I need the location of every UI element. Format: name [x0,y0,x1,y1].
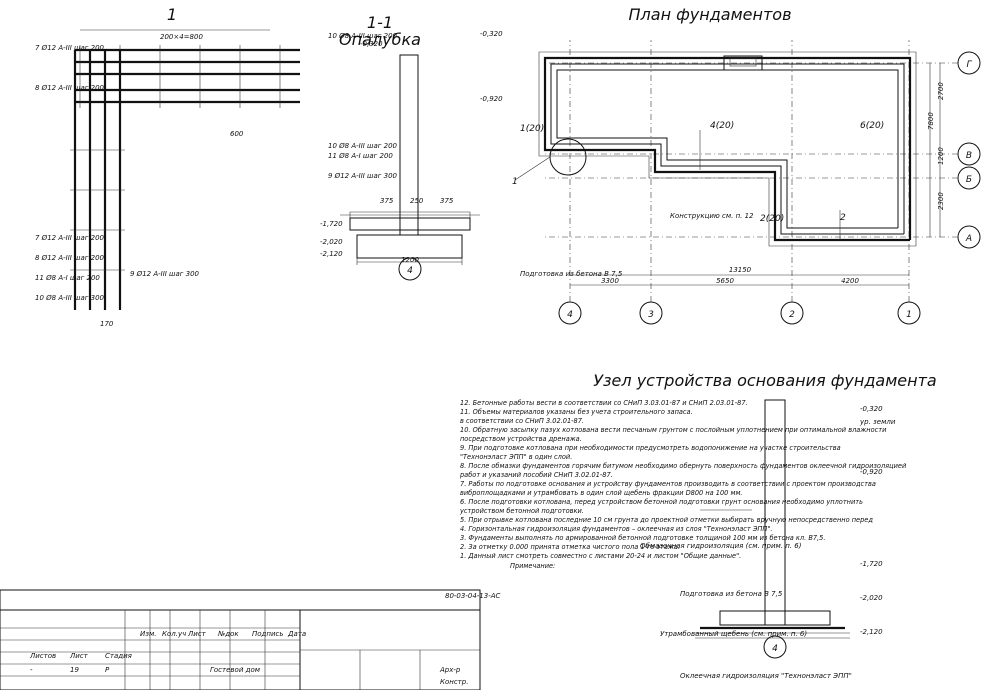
plan-callouts: 2 4(20) 6(20) 2(20) 1(20) 1 Конструкцию … [480,30,884,240]
plan-title: План фундаментов [629,5,792,24]
section-dim-1200: 1200 [401,256,419,264]
axis-label-1: 1 [906,310,912,320]
rebar-label-2: 8 Ø12 А-III шаг 200 [35,84,105,92]
tb-header-izm: Изм. [140,630,156,638]
plan-callout-6-20: 6(20) [860,121,884,131]
plan-level-2: -0,920 [480,95,503,103]
node-level-4: -2,020 [860,594,883,602]
plan-dim-2700: 2700 [937,82,945,100]
node-detail-title: Узел устройства основания фундамента [593,371,936,390]
rebar-horizontal [75,45,300,108]
node-detail: -0,320 -0,920 -1,720 -2,020 -2,120 ур. з… [593,371,936,680]
foundation-plan: Г В Б А 4 3 2 1 [480,5,981,325]
reinforcement-node: 200×4=800 600 170 10 Ø8 А-III шаг 200 7 … [35,5,398,328]
rebar-label-1: 7 Ø12 А-III шаг 200 [35,44,105,52]
tb-header-sign: Подпись [252,630,284,638]
plan-dim-2300: 2300 [937,192,945,210]
node-label-gravel: Утрамбованный щебень (см. прим. п. 6) [660,630,807,638]
axis-label-4: 4 [567,310,573,320]
plan-dim-3300: 3300 [601,277,619,285]
rebar-title: 1 [167,5,177,24]
rebar-label-10: 9 Ø12 А-III шаг 300 [130,270,200,278]
tb-stage-value: Р [105,666,110,674]
rebar-dim-600: 600 [230,130,244,138]
tb-code: 80-03-04-13-АС [445,592,501,600]
tb-header-date: Дата [287,630,306,638]
plan-dim-13150: 13150 [729,266,752,274]
rebar-vertical [70,50,125,310]
section-label-prep: Подготовка из бетона В 7,5 [520,270,623,278]
tb-list-header: Лист [69,652,89,660]
node-level-5: -2,120 [860,628,883,636]
section-dim-375a: 375 [440,197,454,205]
section-dim-375b: 375 [380,197,394,205]
tb-header-kol: Кол.уч [162,630,186,638]
axis-label-2: 2 [789,310,795,320]
rebar-label-7: 8 Ø12 А-III шаг 200 [35,254,105,262]
rebar-label-0: 10 Ø8 А-III шаг 200 [328,32,398,40]
section-level-2: -2,020 [320,238,343,246]
plan-callout-2: 2 [840,213,846,223]
plan-dim-1200: 1200 [937,147,945,165]
section-level-3: -2,120 [320,250,343,258]
node-label-membrane: Оклеечная гидроизоляция "Технонэласт ЭПП… [680,672,852,680]
plan-axes-letters: Г В Б А [545,51,981,249]
tb-object: Гостевой дом [210,666,261,674]
tb-stage-header: Стадия [105,652,132,660]
section-level-1: -1,720 [320,220,343,228]
plan-level-1: -0,320 [480,30,503,38]
plan-callout-node-1: 1 [512,177,518,187]
axis-label-3: 3 [648,310,654,320]
plan-callout-2-20: 2(20) [760,214,784,224]
tb-role-arch: Арх-р [439,666,461,674]
rebar-label-4: 10 Ø8 А-III шаг 200 [328,142,398,150]
node-level-1: -0,320 [860,405,883,413]
node-circle-4: 4 [772,644,778,654]
axis-label-v: В [966,151,972,161]
rebar-label-5: 9 Ø12 А-III шаг 300 [328,172,398,180]
rebar-label-8: 11 Ø8 А-I шаг 200 [35,274,100,282]
rebar-labels: 10 Ø8 А-III шаг 200 7 Ø12 А-III шаг 200 … [35,32,398,302]
section-node-4: 4 [407,266,413,276]
tb-header-doc: №док [217,630,239,638]
node-level-2: -0,920 [860,468,883,476]
rebar-label-3: 11 Ø8 А-I шаг 200 [328,152,393,160]
tb-lists-header: Листов [29,652,56,660]
axis-label-b: Б [966,175,972,185]
plan-dim-4200: 4200 [841,277,859,285]
plan-dimensions: 3300 5650 4200 13150 2700 1200 2300 7800 [570,63,945,286]
section-subtitle: Опалубка [339,30,421,49]
title-block: Изм. Кол.уч Лист №док Подпись Дата 80-03… [0,589,501,690]
section-1-1: 1200 375 250 375 -1,720 -2,020 -2,120 -0… [320,13,623,281]
plan-axes-numbers: 4 3 2 1 [558,40,921,325]
tb-list-value: 19 [70,666,79,674]
tb-header-list: Лист [187,630,207,638]
section-title: 1-1 [367,13,393,32]
section-level-top: -0,320 [360,40,383,48]
rebar-dim-170: 170 [100,320,114,328]
node-label-coating: Обмазочная гидроизоляция (см. прим. п. 6… [640,542,802,550]
rebar-label-9: 10 Ø8 А-III шаг 300 [35,294,105,302]
plan-foundation-walls [538,51,917,247]
plan-dim-5650: 5650 [716,277,734,285]
section-dim-250: 250 [410,197,424,205]
plan-dim-7800: 7800 [927,112,935,130]
axis-label-a: А [965,234,972,244]
axis-label-g: Г [966,60,972,70]
tb-role-constr: Констр. [440,678,468,686]
plan-note: Конструкцию см. п. 12 [670,212,754,220]
rebar-dim-800: 200×4=800 [160,33,203,41]
tb-lists-value: - [30,666,33,674]
plan-callout-1-20: 1(20) [520,124,544,134]
node-label-ground: ур. земли [859,418,896,426]
node-label-prep: Подготовка из бетона В 7,5 [680,590,783,598]
rebar-label-6: 7 Ø12 А-III шаг 200 [35,234,105,242]
plan-callout-4-20: 4(20) [710,121,734,131]
node-level-3: -1,720 [860,560,883,568]
